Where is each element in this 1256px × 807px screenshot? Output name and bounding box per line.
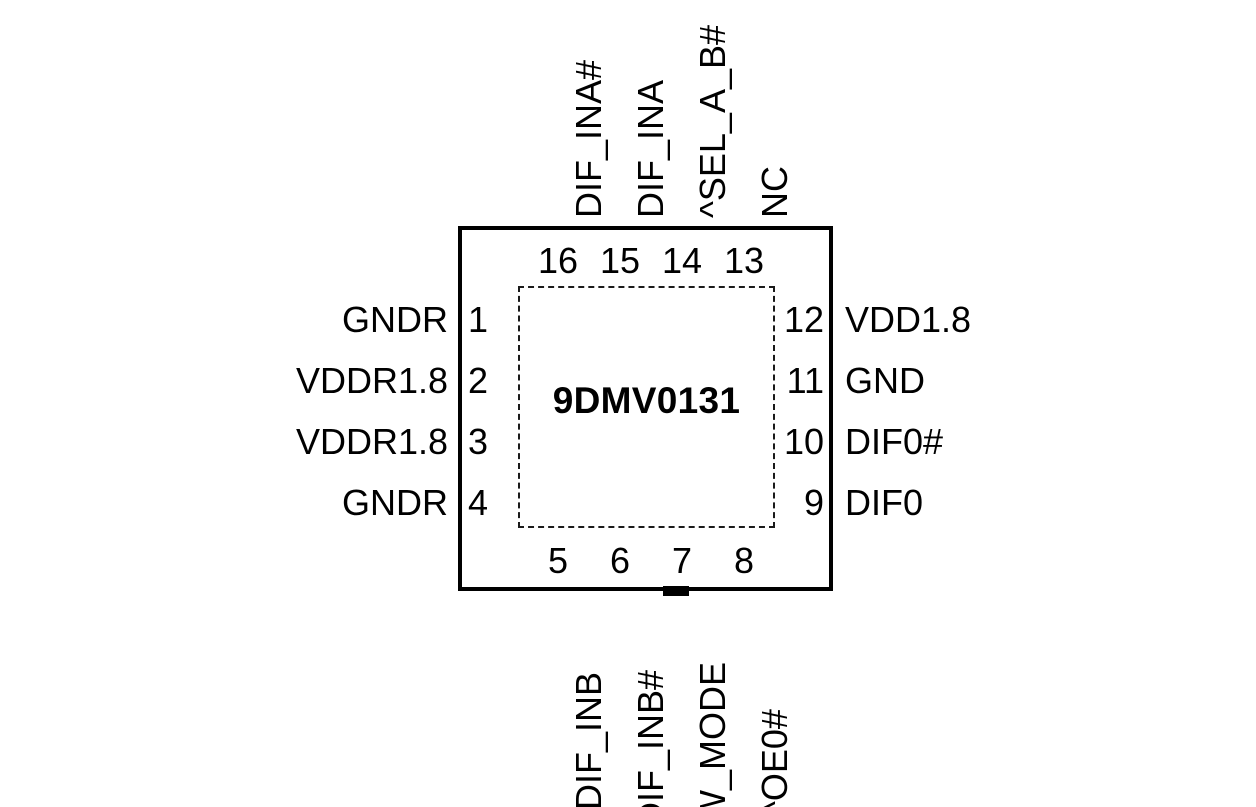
pin-11-number: 11	[786, 360, 824, 401]
pin-13-number: 13	[723, 240, 765, 281]
pin-3-label: VDDR1.8	[295, 421, 448, 462]
pin-4-number: 4	[468, 482, 489, 523]
pin-12-label: VDD1.8	[845, 299, 972, 340]
pin-5-label: DIF_INB	[568, 671, 609, 807]
pin-14-number: 14	[661, 240, 703, 281]
pin-11-label: GND	[845, 360, 925, 401]
pin-6-number: 6	[609, 540, 631, 581]
pin-10-label: DIF0#	[845, 421, 944, 462]
exposed-thermal-pad	[518, 286, 775, 528]
pin-7-label-clip-marker	[663, 586, 689, 596]
part-number-label: 9DMV0131	[552, 380, 741, 421]
pin-7-label: vSW_MODE	[692, 661, 733, 807]
pin-16-label: DIF_INA#	[568, 59, 609, 218]
pin-2-label: VDDR1.8	[295, 360, 448, 401]
pin-4-label: GNDR	[342, 482, 448, 523]
pin-1-label: GNDR	[342, 299, 448, 340]
pin-15-label: DIF_INA	[630, 79, 671, 218]
pin-16-number: 16	[537, 240, 579, 281]
pin-3-number: 3	[468, 421, 489, 462]
pin-8-label: ^OE0#	[754, 709, 795, 807]
pin-9-label: DIF0	[845, 482, 924, 523]
pin-8-number: 8	[733, 540, 755, 581]
pin-9-number: 9	[803, 482, 824, 523]
pin-14-label: ^SEL_A_B#	[692, 24, 733, 218]
pin-5-number: 5	[547, 540, 569, 581]
pin-15-number: 15	[599, 240, 641, 281]
pin-6-label: DIF_INB#	[630, 669, 671, 807]
pin-7-number: 7	[671, 540, 693, 581]
pin-2-number: 2	[468, 360, 489, 401]
pin-1-number: 1	[468, 299, 489, 340]
pin-10-number: 10	[783, 421, 824, 462]
pin-13-label: NC	[754, 166, 795, 218]
pin-12-number: 12	[783, 299, 824, 340]
